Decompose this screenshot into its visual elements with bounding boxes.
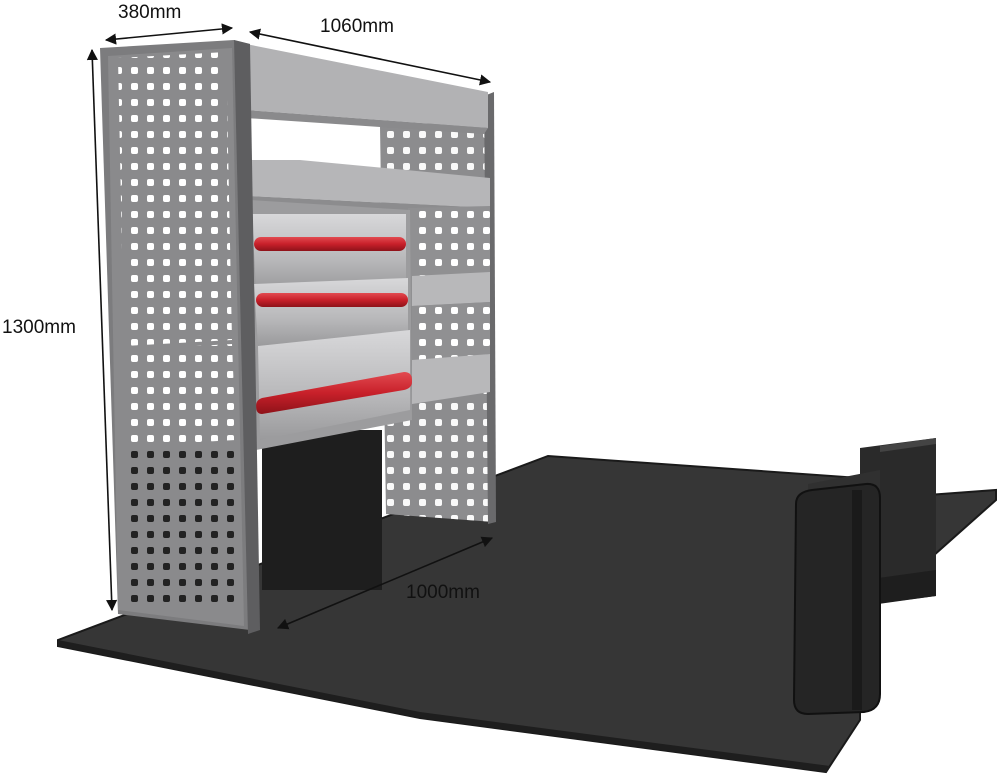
floor-depth-label: 1000mm — [406, 582, 480, 603]
wheel-arch-cover — [792, 438, 936, 716]
front-upright-panel — [100, 40, 260, 634]
drawer-1-handle — [254, 237, 406, 251]
top-shelf — [246, 44, 488, 134]
drawer-3 — [256, 330, 412, 440]
lower-back-panel — [262, 430, 382, 590]
inner-shelves — [408, 206, 490, 404]
width-label: 1060mm — [320, 16, 394, 37]
drawer-unit — [250, 200, 412, 450]
floor-dimension-line — [276, 536, 494, 630]
width-dimension-line — [248, 28, 492, 86]
height-label: 1300mm — [2, 317, 76, 338]
drawer-1 — [252, 214, 406, 290]
height-dimension-line — [86, 48, 118, 612]
drawer-2-handle — [256, 293, 408, 307]
drawer-2 — [254, 278, 408, 346]
dimension-lines — [86, 23, 494, 630]
depth-dimension-line — [104, 23, 234, 45]
drawer-3-handle — [256, 372, 412, 414]
depth-label: 380mm — [118, 2, 182, 23]
